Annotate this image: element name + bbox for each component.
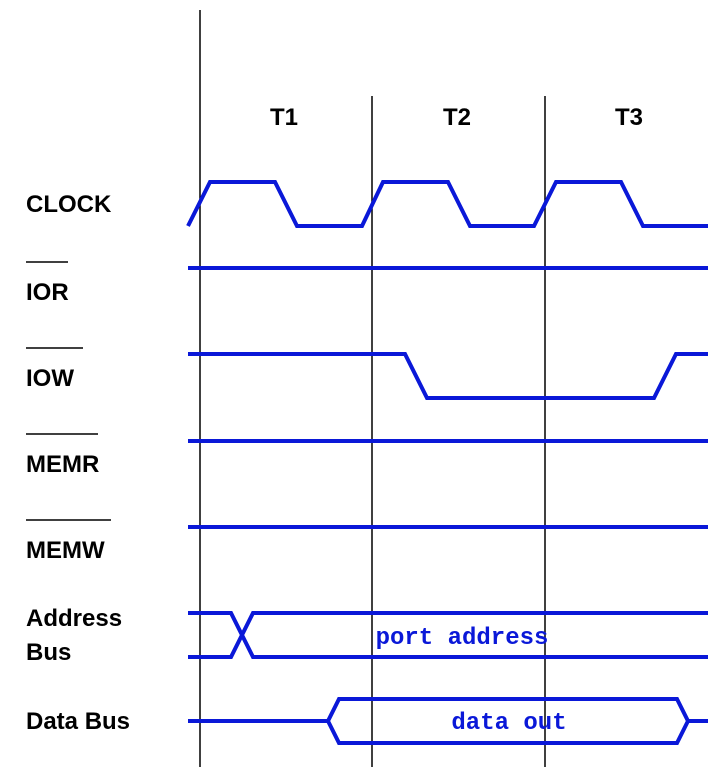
signal-label-address-bus-2: Bus bbox=[26, 639, 71, 666]
period-label-t3: T3 bbox=[615, 104, 643, 131]
signal-label-iow: IOW bbox=[26, 365, 74, 392]
signal-label-data-bus: Data Bus bbox=[26, 708, 130, 735]
data-bus-waveform bbox=[188, 697, 708, 745]
iow-waveform bbox=[188, 352, 708, 400]
address-bus-waveform bbox=[188, 611, 708, 659]
signal-label-address-bus: Address bbox=[26, 605, 122, 632]
signal-label-clock: CLOCK bbox=[26, 191, 112, 218]
clock-waveform bbox=[186, 180, 708, 228]
data-bus-value: data out bbox=[451, 710, 566, 737]
address-bus-value: port address bbox=[376, 625, 549, 652]
period-label-t1: T1 bbox=[270, 104, 298, 131]
signal-label-memw: MEMW bbox=[26, 537, 105, 564]
period-label-t2: T2 bbox=[443, 104, 471, 131]
signal-label-ior: IOR bbox=[26, 279, 69, 306]
signal-label-memr: MEMR bbox=[26, 451, 99, 478]
